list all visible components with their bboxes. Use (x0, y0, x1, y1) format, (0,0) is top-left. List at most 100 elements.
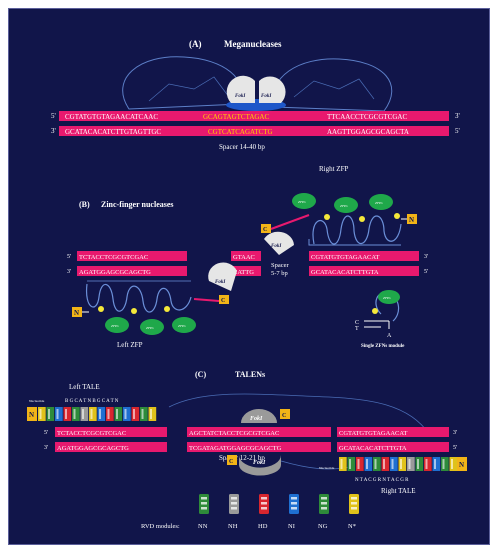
tale-repeat-highlight (391, 459, 394, 469)
right-zfp-text-3: ZFPs (375, 201, 383, 205)
right-zfp-text-1: ZFPs (298, 200, 306, 204)
zinc-ion (324, 214, 330, 220)
tale-repeat-highlight (141, 409, 144, 419)
right-tale-modules (339, 457, 458, 471)
zinc-ion (394, 213, 400, 219)
talen-top-c-label: C (282, 413, 286, 419)
rvd-module-stripe (201, 497, 207, 500)
tale-repeat-highlight (124, 409, 127, 419)
zfn-left-top-strip (77, 251, 187, 261)
tale-repeat-highlight (39, 409, 42, 419)
talen-right-bottom-strip (337, 442, 449, 452)
tale-repeat-highlight (116, 409, 118, 419)
tale-repeat-highlight (366, 459, 368, 469)
left-zfp-text-2: ZFPs (146, 326, 154, 330)
tale-repeat-highlight (425, 459, 428, 469)
tale-repeat-module (131, 407, 140, 421)
tale-repeat-module (373, 457, 381, 471)
talen-left-top-seq: TCTACCTCGCGTCGAC (57, 430, 126, 437)
tale-repeat-module (449, 457, 458, 471)
tale-repeat-highlight (73, 409, 76, 419)
single-module-text: ZFPs (383, 296, 391, 300)
talen-left-bottom-prime: 3' (44, 445, 48, 451)
left-zfp-text-3: ZFPs (178, 324, 186, 328)
rvd-module-stripe (321, 497, 327, 500)
talen-right-bottom-seq: GCATACACATCTTGTA (339, 445, 407, 452)
right-zfp-finger-2 (334, 197, 358, 213)
zinc-ion (98, 306, 104, 312)
strand2-left-seq: GCATACACATCTTGTAGTTGC (65, 128, 161, 136)
rvd-module-label: NH (228, 523, 238, 530)
right-zfp-finger-1 (292, 193, 316, 209)
zfn-mid-bottom-seq: CATTG (233, 269, 254, 276)
tale-repeat-highlight (56, 409, 59, 419)
single-module-t: T (355, 326, 359, 332)
tale-repeat-highlight (357, 459, 360, 469)
panel-b-title: Zinc-finger nucleases (101, 200, 174, 209)
left-zfp-finger-1 (105, 317, 129, 333)
tale-repeat-module (398, 457, 407, 471)
talen-top-fokI (241, 409, 277, 423)
left-zfp-n-label: N (74, 309, 79, 317)
panel-b-label: (B) (79, 200, 90, 209)
strand2-middle-seq: CGTCATCAGATCTG (208, 128, 273, 136)
tale-repeat-module (364, 457, 373, 471)
rvd-module-stripe (261, 502, 267, 505)
left-tale-n-term (27, 407, 37, 421)
tale-repeat-module (339, 457, 347, 471)
tale-repeat-highlight (150, 409, 152, 419)
zfn-left-bottom-seq: AGATGGAGCGCAGCTG (79, 269, 151, 276)
tale-repeat-module (72, 407, 80, 421)
left-zfp-finger-3 (172, 317, 196, 333)
fokI-left-shape (226, 75, 255, 103)
tale-repeat-highlight (90, 409, 93, 419)
rvd-module-stripe (231, 502, 237, 505)
talen-right-top-strip (337, 427, 449, 437)
single-module-label: Single ZFNs module (361, 344, 405, 349)
zfn-right-bottom-strip (309, 266, 419, 276)
tale-repeat-module (140, 407, 148, 421)
rvd-module-stripe (231, 507, 237, 510)
talen-right-bottom-prime: 5' (453, 445, 457, 451)
zinc-ion (359, 216, 365, 222)
strand2-strip (59, 126, 449, 136)
rvd-module-stripe (201, 502, 207, 505)
right-zfp-text-2: ZFPs (340, 204, 348, 208)
left-tale-n-label: N (29, 411, 34, 419)
right-zfp-finger-3 (369, 194, 393, 210)
talen-right-top-prime: 3' (453, 430, 457, 436)
strand1-3prime: 3' (455, 112, 460, 120)
nucleotide-right-label: Nucleotide (319, 466, 335, 470)
rvd-module-stripe (351, 502, 357, 505)
strand1-5prime: 5' (51, 112, 56, 120)
right-zfn-fokI-label: FokI (271, 244, 282, 249)
tale-repeat-highlight (340, 459, 343, 469)
right-zfn-c-label: C (263, 227, 267, 233)
tale-repeat-module (432, 457, 441, 471)
tale-repeat-highlight (451, 459, 453, 469)
tale-repeat-module (441, 457, 449, 471)
left-tale-label: Left TALE (69, 383, 100, 391)
rvd-module-label: NG (318, 523, 328, 530)
talen-bottom-fokI (239, 455, 281, 476)
tale-repeat-highlight (383, 459, 385, 469)
fokI-left-label: FokI (235, 94, 246, 99)
tale-repeat-highlight (408, 459, 411, 469)
rvd-module-label: N* (348, 523, 356, 530)
right-zfp-backbone (312, 215, 402, 245)
strand2-3prime: 3' (51, 127, 56, 135)
zfn-right-top-prime: 3' (424, 254, 428, 260)
strand1-middle-seq: GCAGTAGTCTAGAC (203, 113, 269, 121)
strand1-left-seq: CGTATGTGTAGAACATCAAC (65, 113, 158, 121)
single-module-finger (378, 290, 400, 304)
tale-repeat-highlight (48, 409, 50, 419)
right-zfn-linker (270, 214, 310, 230)
panel-a-title: Meganucleases (224, 39, 282, 49)
talen-left-bottom-seq: AGATGGAGCGCAGCTG (57, 445, 129, 452)
talen-mid-bottom-seq: TCGATAGATGGAGCGCAGCTG (189, 445, 282, 452)
left-tale-seq: B G C A T N B G C A T N (65, 399, 119, 404)
left-zfn-c-term (219, 295, 229, 304)
rvd-module-label: HD (258, 523, 268, 530)
rvd-module-stripe (291, 502, 297, 505)
